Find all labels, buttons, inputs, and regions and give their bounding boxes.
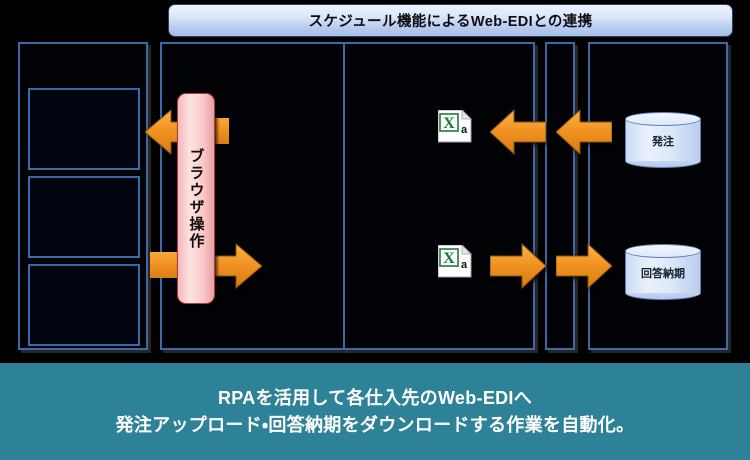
reply-due-date-database: 回答納期 <box>625 244 701 300</box>
left-box-3 <box>28 264 140 346</box>
browser-operation-label: ブラウザ操作 <box>187 147 205 250</box>
upload-arrow-db <box>556 242 612 290</box>
cylinder-body <box>625 251 701 293</box>
caption-line-2: 発注アップロード・回答納期をダウンロードする作業を自動化。 <box>115 414 635 435</box>
svg-text:X: X <box>443 115 455 132</box>
order-database: 発注 <box>625 112 701 168</box>
order-database-label: 発注 <box>652 136 674 148</box>
svg-text:a: a <box>461 259 468 271</box>
download-arrow-db <box>556 108 612 156</box>
cylinder-body <box>625 119 701 161</box>
download-arrow-browser <box>145 108 207 156</box>
left-box-2 <box>28 176 140 258</box>
header-banner: スケジュール機能によるWeb-EDIとの連携 <box>168 4 733 37</box>
caption-line-1: RPAを活用して各仕入先のWeb-EDIへ <box>217 388 533 408</box>
browser-operation-bar: ブラウザ操作 <box>177 93 215 304</box>
upload-arrow-browser <box>200 242 262 290</box>
reply-due-date-database-label: 回答納期 <box>641 268 685 280</box>
download-arrow-files <box>490 108 546 156</box>
database-panel <box>588 42 728 350</box>
left-box-1 <box>28 88 140 170</box>
excel-file-icon: X a <box>438 245 472 285</box>
upload-arrow-files <box>490 242 546 290</box>
cylinder-top <box>625 244 701 258</box>
header-title: スケジュール機能によるWeb-EDIとの連携 <box>308 14 593 30</box>
cylinder-top <box>625 112 701 126</box>
svg-text:a: a <box>461 124 468 136</box>
caption-band: RPAを活用して各仕入先のWeb-EDIへ 発注アップロード・回答納期をダウンロ… <box>0 363 750 460</box>
excel-file-icon: X a <box>438 110 472 150</box>
transfer-gap-panel <box>545 42 575 350</box>
svg-text:X: X <box>443 250 455 267</box>
file-exchange-panel <box>343 42 535 350</box>
